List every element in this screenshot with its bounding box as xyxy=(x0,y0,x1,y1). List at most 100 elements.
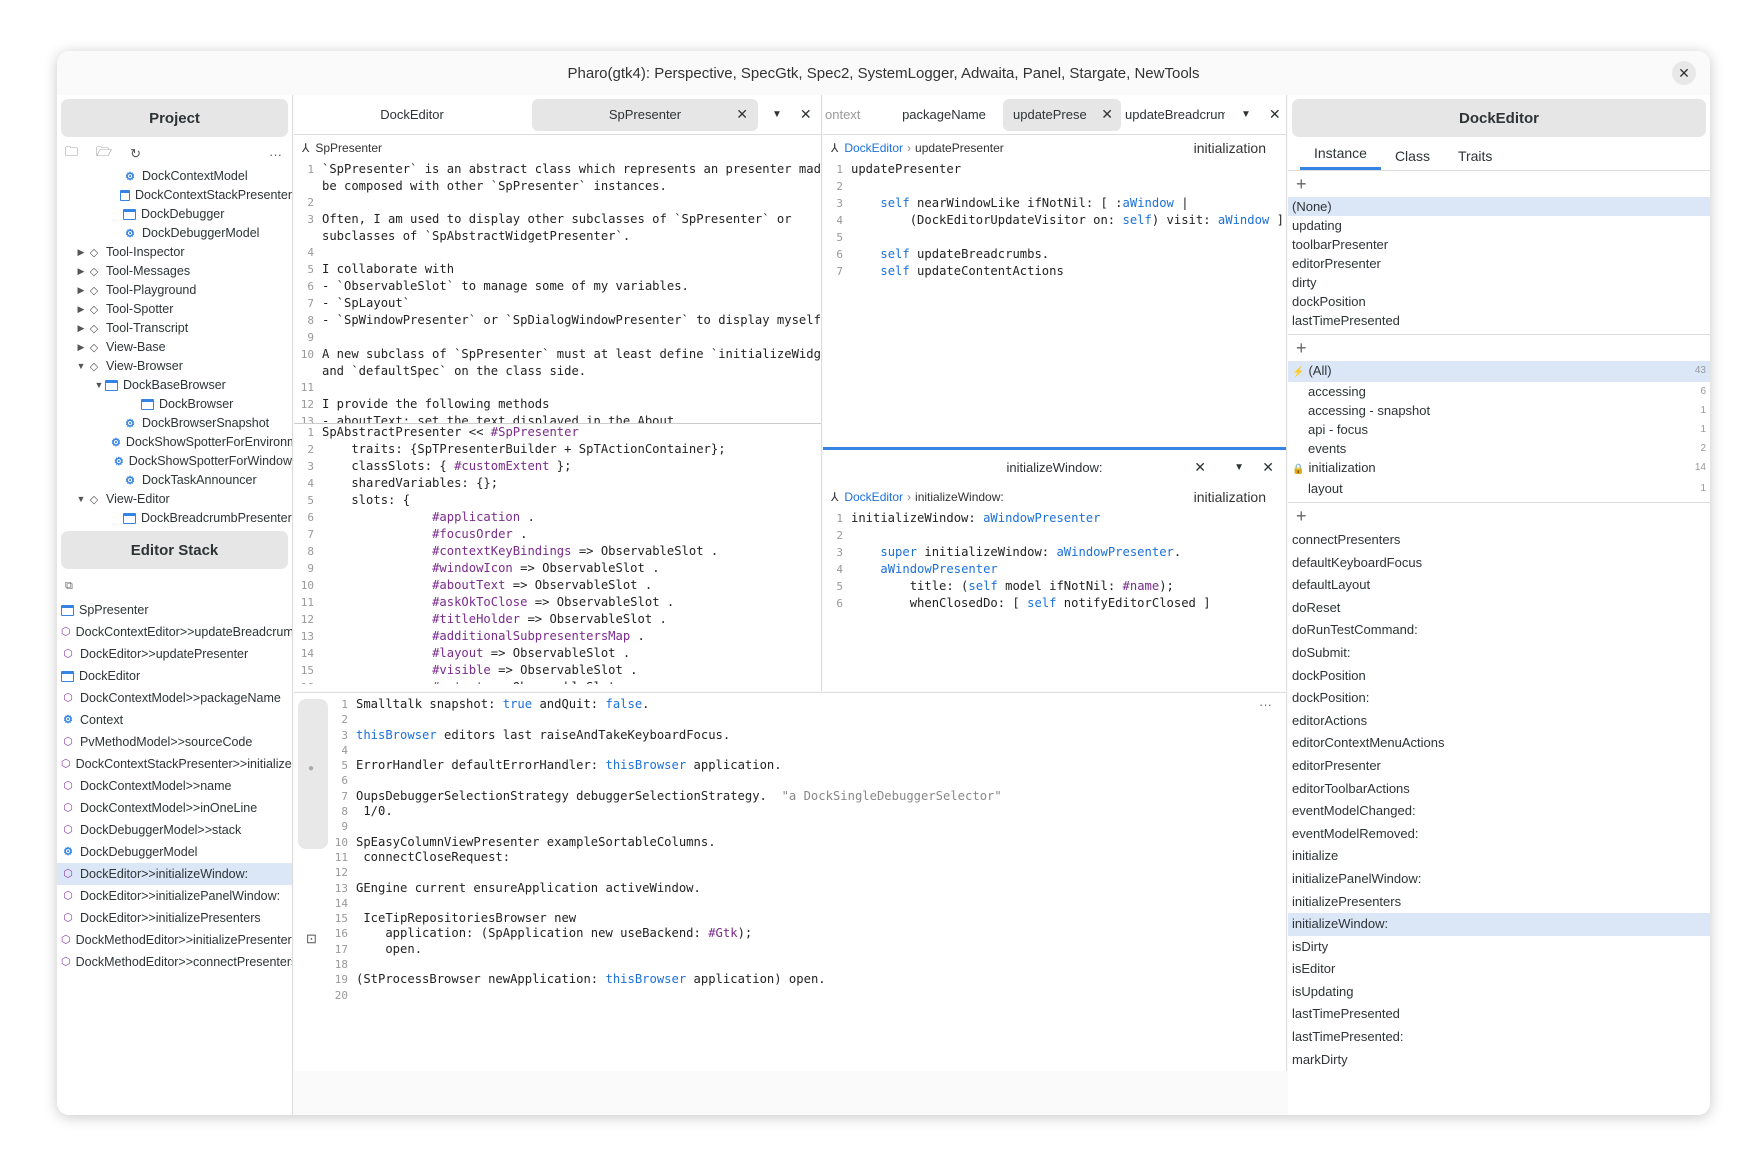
protocol-label[interactable]: initialization xyxy=(1193,140,1266,156)
chevron-right-icon[interactable]: ▶ xyxy=(77,266,85,276)
method-item[interactable]: lastTimePresented: xyxy=(1292,1029,1404,1045)
method-item[interactable]: defaultLayout xyxy=(1292,577,1371,593)
crumb-class[interactable]: DockEditor xyxy=(844,141,904,155)
chevron-down-icon[interactable]: ▼ xyxy=(94,380,104,390)
method-item[interactable]: initializePanelWindow: xyxy=(1292,870,1422,886)
chevron-down-icon[interactable]: ▼ xyxy=(76,361,86,371)
close-icon[interactable]: ✕ xyxy=(799,106,812,122)
method-item[interactable]: connectPresenters xyxy=(1292,532,1401,547)
add-protocol-icon[interactable]: + xyxy=(1296,338,1307,358)
list-item[interactable]: ⬡DockEditor>>updatePresenter xyxy=(57,643,292,665)
method-item[interactable]: markDirty xyxy=(1292,1051,1348,1067)
protocol-item[interactable]: ⚡(All)43 xyxy=(1288,361,1710,382)
chevron-down-icon[interactable]: ▼ xyxy=(772,109,782,120)
variable-item[interactable]: dirty xyxy=(1292,275,1317,290)
method-item[interactable]: doReset xyxy=(1292,599,1341,615)
chevron-right-icon[interactable]: ▶ xyxy=(77,247,85,257)
chevron-right-icon[interactable]: ▶ xyxy=(77,304,85,314)
close-icon[interactable]: ✕ xyxy=(1194,458,1206,475)
add-method-icon[interactable]: + xyxy=(1296,506,1307,526)
tree-item[interactable]: ⚙DockShowSpotterForWindow xyxy=(57,452,292,471)
tree-item[interactable]: ▶◇Tool-Playground xyxy=(57,281,292,300)
list-item[interactable]: ⬡DockContextEditor>>updateBreadcrumbs xyxy=(57,621,292,643)
tree-item[interactable]: ▼◇View-Browser xyxy=(57,357,292,376)
tab-class[interactable]: Class xyxy=(1394,148,1430,164)
crumb-method[interactable]: updatePresenter xyxy=(915,141,1004,155)
add-variable-icon[interactable]: + xyxy=(1296,174,1307,194)
method-item[interactable]: dockPosition xyxy=(1292,667,1366,683)
methods-list[interactable]: connectPresenters defaultKeyboardFocus def… xyxy=(1288,529,1710,1071)
editor-stack-header[interactable]: Editor Stack xyxy=(61,531,288,569)
more-icon[interactable]: ··· xyxy=(1259,697,1272,712)
list-item[interactable]: ⬡DockEditor>>initializeWindow: xyxy=(57,863,292,885)
expand-icon[interactable]: ⊡ xyxy=(306,931,317,946)
close-icon[interactable]: ✕ xyxy=(1101,106,1113,122)
dock-panel-header[interactable]: DockEditor xyxy=(1292,99,1706,137)
tree-item[interactable]: ⚙DockShowSpotterForEnvironment xyxy=(57,433,292,452)
editor-stack-list[interactable]: SpPresenter⬡DockContextEditor>>updateBre… xyxy=(57,599,292,973)
method-item[interactable]: lastTimePresented xyxy=(1292,1006,1400,1022)
list-item[interactable]: ⬡PvMethodModel>>sourceCode xyxy=(57,731,292,753)
method-item[interactable]: initialize xyxy=(1292,848,1339,864)
method-item[interactable]: eventModelChanged: xyxy=(1292,803,1416,819)
list-item[interactable]: ⚙Context xyxy=(57,709,292,731)
protocol-label[interactable]: initialization xyxy=(1193,489,1266,505)
tree-item[interactable]: ⚙DockContextModel xyxy=(57,167,292,186)
variable-item[interactable]: updating xyxy=(1292,218,1342,233)
tab-updatebreadcrumbs[interactable]: updateBreadcrumbs xyxy=(1125,99,1225,131)
method-item[interactable]: initializePresenters xyxy=(1292,893,1402,909)
chevron-down-icon[interactable]: ▼ xyxy=(76,494,86,504)
tab-dockeditor[interactable]: DockEditor xyxy=(296,99,528,131)
method-item[interactable]: eventModelRemoved: xyxy=(1292,825,1419,841)
project-header[interactable]: Project xyxy=(61,99,288,137)
close-icon[interactable]: ✕ xyxy=(736,106,748,122)
method-item[interactable]: editorActions xyxy=(1292,712,1368,728)
method-item[interactable]: doRunTestCommand: xyxy=(1292,622,1418,638)
tree-item[interactable]: ▼DockBaseBrowser xyxy=(57,376,292,395)
method-item[interactable]: editorContextMenuActions xyxy=(1292,735,1445,751)
method-item[interactable]: defaultKeyboardFocus xyxy=(1292,554,1423,570)
tab-traits[interactable]: Traits xyxy=(1457,148,1493,164)
method-item[interactable]: isDirty xyxy=(1292,938,1329,954)
variable-item[interactable]: toolbarPresenter xyxy=(1292,237,1389,252)
folder-icon[interactable]: 🗀 xyxy=(65,144,79,159)
list-item[interactable]: ⬡DockDebuggerModel>>stack xyxy=(57,819,292,841)
close-icon[interactable]: ✕ xyxy=(1262,458,1274,475)
tab-context[interactable]: ontext xyxy=(825,99,885,131)
tree-item[interactable]: ⚙DockBrowserSnapshot xyxy=(57,414,292,433)
chevron-right-icon[interactable]: ▶ xyxy=(77,342,85,352)
open-folder-icon[interactable]: 🗁 xyxy=(96,144,113,159)
chevron-right-icon[interactable]: ▶ xyxy=(77,323,85,333)
refresh-icon[interactable]: ↻ xyxy=(130,146,142,161)
method-item[interactable]: isEditor xyxy=(1292,961,1336,977)
copy-icon[interactable]: ⧉ xyxy=(65,579,73,592)
tab-packagename[interactable]: packageName xyxy=(889,99,999,131)
tree-item[interactable]: DockBreadcrumbPresenter xyxy=(57,509,292,527)
tree-item[interactable]: DockDebugger xyxy=(57,205,292,224)
close-icon[interactable]: ✕ xyxy=(1268,106,1281,122)
crumb-method[interactable]: initializeWindow: xyxy=(915,490,1004,504)
list-item[interactable]: ⬡DockMethodEditor>>initializePresenters xyxy=(57,929,292,951)
list-item[interactable]: SpPresenter xyxy=(57,599,292,621)
list-item[interactable]: ⬡DockMethodEditor>>connectPresenters xyxy=(57,951,292,973)
list-item[interactable]: ⬡DockEditor>>initializePresenters xyxy=(57,907,292,929)
tab-instance[interactable]: Instance xyxy=(1300,145,1381,170)
chevron-right-icon[interactable]: ▶ xyxy=(77,285,85,295)
variable-item[interactable]: dockPosition xyxy=(1292,294,1366,309)
crumb-class[interactable]: SpPresenter xyxy=(315,141,383,155)
window-close-button[interactable]: ✕ xyxy=(1672,61,1696,85)
list-item[interactable]: ⬡DockContextModel>>inOneLine xyxy=(57,797,292,819)
method-item[interactable]: initializeWindow: xyxy=(1288,913,1710,936)
bulb-icon[interactable]: ● xyxy=(308,763,315,774)
tree-item[interactable]: ▶◇Tool-Transcript xyxy=(57,319,292,338)
